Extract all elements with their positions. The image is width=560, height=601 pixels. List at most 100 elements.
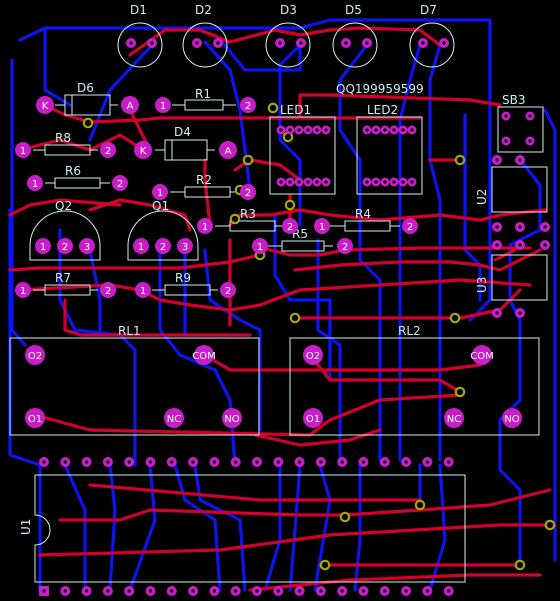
via xyxy=(454,386,466,398)
display-led1-pad-drill xyxy=(315,128,319,132)
led-pad-drill xyxy=(421,41,425,45)
ic-u1-label: U1 xyxy=(19,519,33,535)
diode-d6-k: K xyxy=(42,101,49,112)
regulator-pad-drill xyxy=(495,158,499,162)
diode-d4-k: K xyxy=(140,146,147,157)
resistor-r4-label: R4 xyxy=(355,207,371,221)
ic-u1-pad-bottom-drill xyxy=(425,589,429,593)
display-led2-pad-drill xyxy=(383,180,387,184)
regulator-pad-drill xyxy=(518,243,522,247)
display-led1-pad-drill xyxy=(288,128,292,132)
relay-rl2-outline xyxy=(289,337,540,436)
display-led1-outline xyxy=(269,116,336,195)
r4-pin2: 2 xyxy=(407,222,413,233)
ic-u1-pad-bottom-drill xyxy=(127,589,131,593)
r4-pin1: 1 xyxy=(319,222,325,233)
ic-u1-pad-top-drill xyxy=(447,460,451,464)
display-led1-pad-drill xyxy=(297,128,301,132)
via xyxy=(319,559,331,571)
resistor-r6-label: R6 xyxy=(65,164,81,178)
resistor-r9-label: R9 xyxy=(175,271,191,285)
ic-u1-pad-top-drill xyxy=(170,460,174,464)
ic-u1-pad-bottom-drill xyxy=(276,589,280,593)
ic-u1-pad-bottom-drill xyxy=(361,589,366,593)
led-pad-drill xyxy=(150,41,154,45)
r7-pin2: 2 xyxy=(105,286,111,297)
relay-rl2-label: RL2 xyxy=(398,324,421,338)
display-led2-pad-drill xyxy=(410,180,414,184)
regulator-u2-label: U2 xyxy=(475,189,489,205)
r8-pin2: 2 xyxy=(105,146,111,157)
led-pad-drill xyxy=(344,41,348,45)
transistor-q2-label: Q2 xyxy=(55,199,72,213)
led-d2-label: D2 xyxy=(195,3,212,17)
ic-u1-pad-bottom-drill xyxy=(170,589,174,593)
rl2-com-pad: COM xyxy=(470,351,493,362)
display-led2-pad-drill xyxy=(365,180,369,184)
via xyxy=(242,154,254,166)
ic-u1-pad-top-drill xyxy=(276,460,280,464)
r3-pin1: 1 xyxy=(202,222,208,233)
rl2-nc-pad: NC xyxy=(447,414,461,425)
r3-pin2: 2 xyxy=(287,222,293,233)
via xyxy=(229,213,241,225)
via xyxy=(514,559,526,571)
regulator-u3-outline xyxy=(491,254,548,301)
q1-pin3: 3 xyxy=(182,242,188,253)
via xyxy=(544,519,556,531)
ic-u1-pad-top-drill xyxy=(361,460,366,464)
regulator-pad-drill xyxy=(543,225,547,229)
transistor-q2-outline xyxy=(29,210,101,261)
resistor-r9-body xyxy=(164,284,211,296)
via xyxy=(289,312,301,324)
transistor-q1-label: Q1 xyxy=(152,199,169,213)
diode-d4-body xyxy=(164,139,208,161)
display-led1-pad-drill xyxy=(279,128,283,132)
labeled-pads: K A K A 1 2 1 2 1 2 1 2 1 2 1 2 1 2 1 2 … xyxy=(15,96,522,428)
via xyxy=(414,499,426,511)
ic-u1-pad-top-drill xyxy=(212,460,216,464)
display-led2-pad-drill xyxy=(392,128,396,132)
ic-u1-pad-bottom-drill xyxy=(42,589,46,593)
led-d7-outline xyxy=(409,22,455,68)
led-pad-drill xyxy=(442,41,446,45)
diode-d6-a: A xyxy=(127,101,134,112)
display-led1-pad-drill xyxy=(279,180,283,184)
switch-sb3-label: SB3 xyxy=(502,93,525,107)
r9-pin2: 2 xyxy=(225,286,231,297)
ic-u1-pad-top-drill xyxy=(340,460,344,464)
ic-u1-pad-top-drill xyxy=(255,460,259,464)
resistor-r2-label: R2 xyxy=(196,173,212,187)
resistor-r7-label: R7 xyxy=(55,271,71,285)
led-pad-drill xyxy=(299,41,303,45)
via xyxy=(267,102,279,114)
ic-u1-pad-bottom-drill xyxy=(447,589,451,593)
rl2-o2-pad: O2 xyxy=(306,351,320,362)
rl2-o1-pad: O1 xyxy=(306,414,320,425)
resistor-r8-label: R8 xyxy=(55,131,71,145)
via xyxy=(284,199,296,211)
regulator-pad-drill xyxy=(518,225,522,229)
ic-u1-pad-bottom-drill xyxy=(212,589,216,593)
silkscreen-layer xyxy=(9,22,548,583)
switch-pad-drill xyxy=(504,139,508,143)
r1-pin2: 2 xyxy=(245,101,251,112)
resistor-r4-body xyxy=(344,220,391,232)
display-led2-pad-drill xyxy=(410,128,414,132)
led-d3-outline xyxy=(265,22,311,68)
regulator-pad-drill xyxy=(495,311,499,315)
display-led1-pad-drill xyxy=(315,180,319,184)
resistor-r6-body xyxy=(54,177,101,189)
display-led2-pad-drill xyxy=(392,180,396,184)
relay-rl1-label: RL1 xyxy=(118,324,141,338)
display-led1-pad-drill xyxy=(306,128,310,132)
q2-pin1: 1 xyxy=(40,242,46,253)
ic-u1-pad-top-drill xyxy=(63,460,67,464)
via xyxy=(454,154,466,166)
display-led2-pad-drill xyxy=(374,128,378,132)
ic-u1-pad-bottom-drill xyxy=(298,589,302,593)
ic-u1-pad-bottom-drill xyxy=(383,589,387,593)
led-d5-label: D5 xyxy=(345,3,362,17)
led-pad-drill xyxy=(365,41,369,45)
switch-pad-drill xyxy=(528,114,532,118)
